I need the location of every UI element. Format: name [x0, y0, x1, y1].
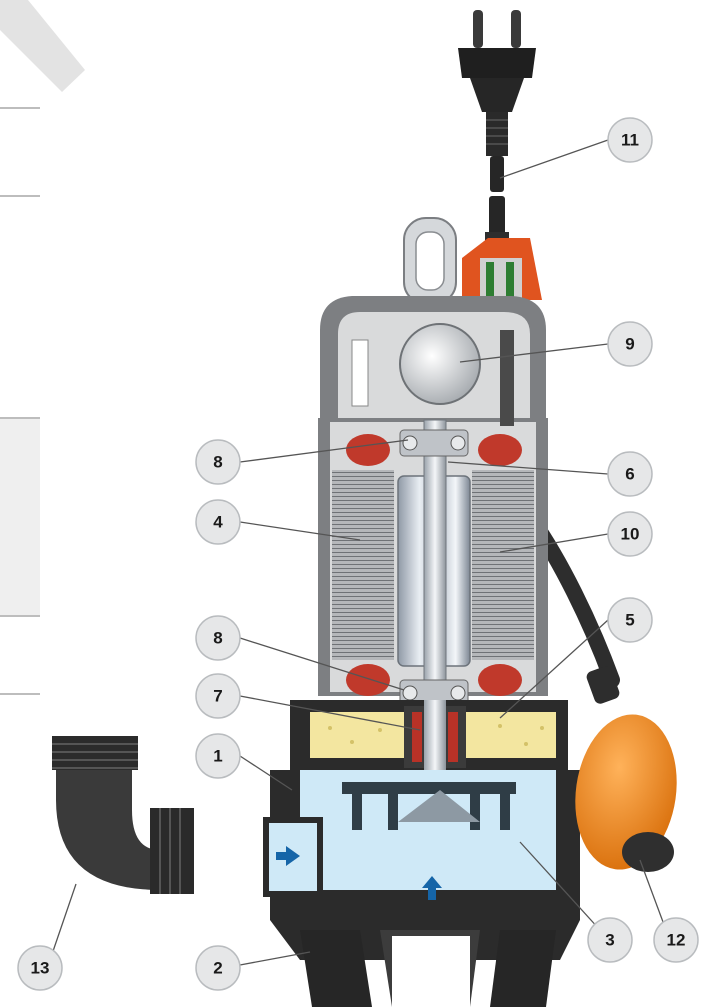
callout-11: 11 [607, 117, 653, 163]
pump-body [263, 217, 580, 1007]
callout-2: 2 [195, 945, 241, 991]
callout-7: 7 [195, 673, 241, 719]
callout-8-lower: 8 [195, 615, 241, 661]
callout-13-label: 13 [31, 959, 50, 978]
callout-8-lower-label: 8 [213, 629, 222, 648]
callout-4: 4 [195, 499, 241, 545]
callout-10-label: 10 [621, 525, 640, 544]
callout-6-label: 6 [625, 465, 634, 484]
page-decoration [0, 0, 85, 695]
callout-13: 13 [17, 945, 63, 991]
callout-7-label: 7 [213, 687, 222, 706]
callout-9: 9 [607, 321, 653, 367]
callout-3-label: 3 [605, 931, 614, 950]
callout-12: 12 [653, 917, 699, 963]
callout-1-label: 1 [213, 747, 222, 766]
callout-5-label: 5 [625, 611, 634, 630]
float-switch [575, 666, 677, 872]
callout-8-upper-label: 8 [213, 453, 222, 472]
callout-11-label: 11 [621, 131, 639, 150]
callout-9-label: 9 [625, 335, 634, 354]
callout-2-label: 2 [213, 959, 222, 978]
callout-8-upper: 8 [195, 439, 241, 485]
elbow-fitting [52, 736, 194, 894]
callout-3: 3 [587, 917, 633, 963]
leader-lines [49, 139, 667, 966]
callout-6: 6 [607, 451, 653, 497]
callout-10: 10 [607, 511, 653, 557]
callout-1: 1 [195, 733, 241, 779]
callout-12-label: 12 [667, 931, 686, 950]
callout-4-label: 4 [213, 513, 223, 532]
callout-5: 5 [607, 597, 653, 643]
